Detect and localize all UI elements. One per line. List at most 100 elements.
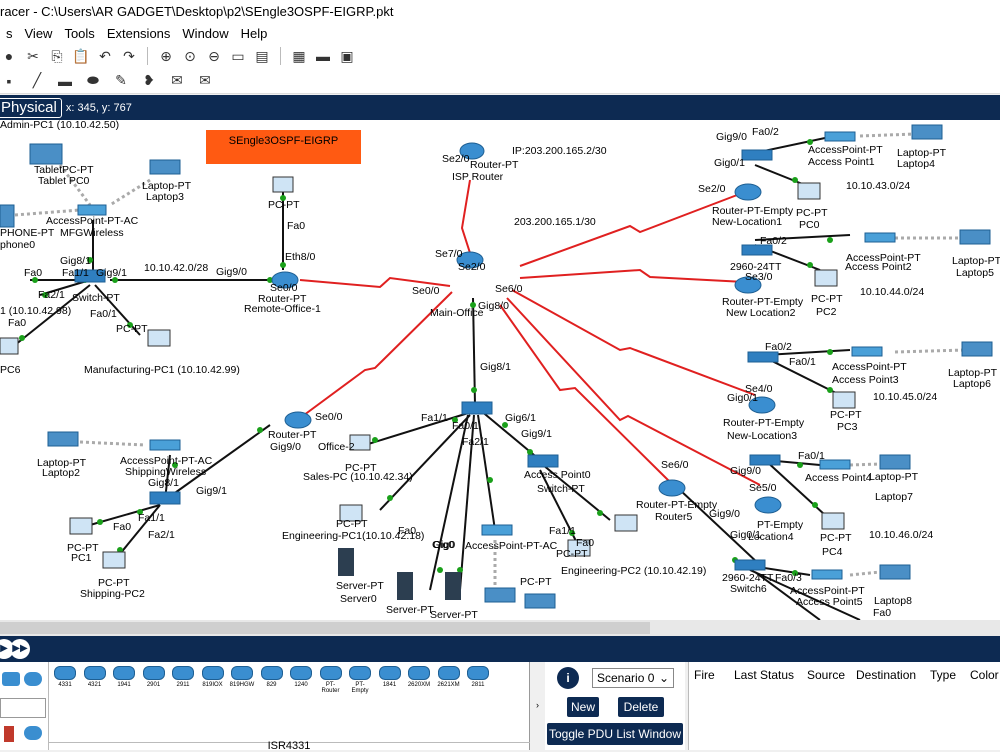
laptop-icon (911, 124, 943, 140)
device-model-1841[interactable]: 1841 (377, 666, 403, 700)
toggle-pdu-list-button[interactable]: Toggle PDU List Window (547, 723, 683, 745)
device-model-4331[interactable]: 4331 (52, 666, 78, 700)
custom-devices-icon[interactable]: ▤ (255, 47, 269, 64)
inspect-icon[interactable]: ❥ (143, 72, 155, 88)
topology-label: Access Point5 (796, 596, 863, 608)
new-scenario-button[interactable]: New (567, 697, 599, 717)
image-icon[interactable]: ▣ (340, 47, 354, 64)
power-distribution-icon[interactable] (4, 726, 14, 742)
pc-icons (0, 176, 856, 569)
switch-icons (74, 149, 781, 571)
panel-splitter[interactable]: › (530, 662, 545, 750)
physical-mode-button[interactable]: Physical (0, 97, 62, 118)
simple-pdu-icon[interactable]: ✉ (171, 72, 183, 88)
device-model-819hgw[interactable]: 819HGW (229, 666, 255, 700)
topology-label: Fa1/1 (138, 512, 165, 524)
cut-icon[interactable]: ✂ (27, 47, 39, 64)
topology-title-box[interactable]: SEngle3OSPF-EIGRP (206, 130, 361, 164)
cloud-icon[interactable] (24, 726, 42, 740)
device-search-field[interactable] (0, 698, 46, 718)
device-model-1941[interactable]: 1941 (111, 666, 137, 700)
topology-label: Se2/0 (458, 261, 486, 273)
menu-extensions[interactable]: Extensions (106, 26, 171, 41)
device-model-pt-router[interactable]: PT-Router (318, 666, 344, 700)
splitter-arrow-icon: › (536, 700, 539, 710)
line-tool-icon[interactable]: ╱ (32, 72, 42, 88)
device-model-819iox[interactable]: 819IOX (200, 666, 226, 700)
delete-scenario-button[interactable]: Delete (618, 697, 664, 717)
topology-title: SEngle3OSPF-EIGRP (228, 135, 339, 147)
device-model-2911[interactable]: 2911 (170, 666, 196, 700)
viewport-icon[interactable]: ▬ (316, 48, 330, 64)
menu-tools[interactable]: Tools (64, 26, 95, 41)
router-icon (754, 496, 782, 514)
topology-label: Se5/0 (749, 482, 777, 494)
routers-icon[interactable] (24, 672, 42, 686)
pdu-header-fire[interactable]: Fire (694, 668, 715, 682)
device-subcategory-icons[interactable] (0, 722, 48, 746)
router-model-icon (408, 666, 430, 680)
workspace-hscrollbar[interactable] (0, 620, 1000, 636)
freeform-tool-icon[interactable]: ✎ (115, 72, 127, 88)
network-devices-icon[interactable] (2, 672, 20, 686)
menu-file[interactable]: s (6, 26, 13, 41)
laptop-icon (879, 454, 911, 470)
pdu-header-last-status[interactable]: Last Status (734, 668, 795, 682)
topology-label: Se6/0 (495, 283, 523, 295)
topology-label: Switch-PT (72, 292, 120, 304)
redo-icon[interactable]: ↷ (123, 47, 135, 64)
laptop-icon (879, 564, 911, 580)
menu-view[interactable]: View (24, 26, 53, 41)
topology-label: Laptop-PT (948, 367, 998, 379)
notes-icon[interactable]: ▦ (292, 47, 306, 64)
paste-icon[interactable]: 📋 (72, 47, 90, 64)
topology-label: Laptop8 (874, 595, 912, 607)
realtime-bar: ▶ ▶▶ (0, 636, 1000, 662)
topology-label: Shipping-PC2 (80, 588, 145, 600)
info-icon[interactable]: i (557, 667, 579, 689)
topology-label: Access Point3 (832, 374, 899, 386)
device-model-4321[interactable]: 4321 (82, 666, 108, 700)
pdu-header-type[interactable]: Type (930, 668, 957, 682)
menu-help[interactable]: Help (240, 26, 268, 41)
pdu-header-source[interactable]: Source (807, 668, 846, 682)
zoom-reset-icon[interactable]: ⊙ (184, 47, 196, 64)
fast-forward-icon[interactable]: ▶▶ (10, 639, 30, 659)
note-tool-icon[interactable]: ▪ (6, 72, 12, 89)
device-model-2901[interactable]: 2901 (141, 666, 167, 700)
drawing-palette-icon[interactable]: ▭ (231, 47, 245, 64)
topology-label: Laptop4 (897, 158, 935, 170)
complex-pdu-icon[interactable]: ✉ (199, 72, 211, 88)
topology-label: Gig8/0 (478, 300, 509, 312)
undo-icon[interactable]: ↶ (99, 47, 111, 64)
device-category-icons[interactable] (0, 668, 48, 692)
topology-label: Router-PT (258, 293, 307, 305)
device-model-2620xm[interactable]: 2620XM (406, 666, 432, 700)
topology-label: Gig0/1 (714, 157, 745, 169)
device-model-829[interactable]: 829 (259, 666, 285, 700)
device-model-pt-empty[interactable]: PT-Empty (347, 666, 373, 700)
topology-label: Fa2/1 (38, 289, 65, 301)
router-model-icon (201, 666, 224, 680)
rectangle-tool-icon[interactable]: ▬ (58, 72, 72, 89)
workspace-hscroll-thumb[interactable] (0, 622, 650, 634)
device-model-2811[interactable]: 2811 (465, 666, 491, 700)
menu-window[interactable]: Window (182, 26, 229, 41)
pdu-header-color[interactable]: Color (970, 668, 999, 682)
zoom-out-icon[interactable]: ⊖ (208, 47, 220, 64)
topology-label: Laptop-PT (897, 147, 947, 159)
copy-icon[interactable]: ⎘ (51, 47, 63, 64)
selected-model-label: ISR4331 (267, 740, 311, 752)
activity-wizard-icon[interactable]: ● (4, 48, 14, 64)
device-model-2621xm[interactable]: 2621XM (436, 666, 462, 700)
physical-bar: Physical x: 345, y: 767 (0, 95, 1000, 120)
topology-label: 10.10.45.0/24 (873, 391, 938, 403)
scenario-select[interactable]: Scenario 0 ⌄ (592, 668, 674, 688)
ellipse-tool-icon[interactable]: ⬬ (87, 72, 99, 88)
pdu-header-destination[interactable]: Destination (856, 668, 917, 682)
zoom-in-icon[interactable]: ⊕ (160, 47, 172, 64)
device-model-1240[interactable]: 1240 (288, 666, 314, 700)
serial-link (519, 191, 746, 267)
